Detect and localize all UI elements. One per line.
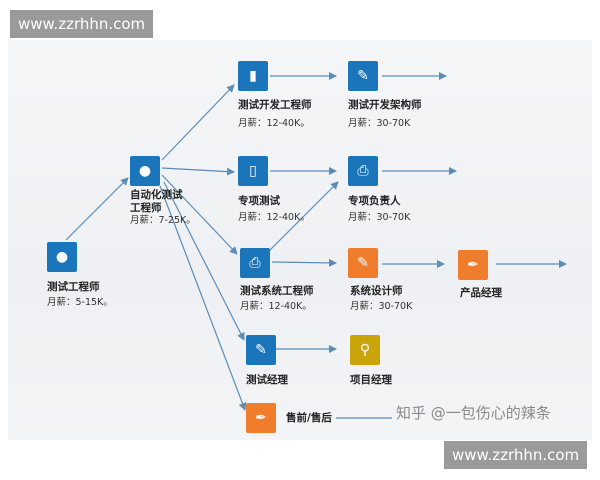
node-salary: 月薪：12-40K。 xyxy=(238,118,310,129)
arrow-automation-to-special xyxy=(161,167,235,176)
node-title: 专项负责人 xyxy=(348,195,401,207)
arrow-automation-to-manager xyxy=(163,181,245,341)
watermark-bottom: www.zzrhhn.com xyxy=(444,441,588,469)
node-title: 测试开发工程师 xyxy=(238,99,312,111)
node-salary: 月薪：12-40K。 xyxy=(240,301,312,312)
node-title: 测试工程师 xyxy=(47,281,100,293)
printer-icon: ⎙ xyxy=(348,156,378,186)
diagram-background xyxy=(8,40,592,440)
node-title-line1: 自动化测试 xyxy=(130,189,183,201)
arrow-automation-to-presales xyxy=(159,185,247,411)
arrow-system-to-designer xyxy=(271,258,337,267)
node-title: 测试开发架构师 xyxy=(348,99,422,111)
node-title: 测试系统工程师 xyxy=(240,285,314,297)
author-credit: 知乎 @一包伤心的辣条 xyxy=(396,404,551,422)
arrow-system-to-lead xyxy=(267,181,339,253)
pen-nib-icon: ✒ xyxy=(458,250,488,280)
arrow-automation-to-testdev xyxy=(161,84,235,161)
node-salary: 月薪：30-70K xyxy=(348,118,411,129)
node-title-line2: 工程师 xyxy=(130,202,162,214)
node-title: 项目经理 xyxy=(350,374,392,386)
node-salary: 月薪：7-25K。 xyxy=(130,215,196,226)
wrench-icon: ✎ xyxy=(348,61,378,91)
watermark-top: www.zzrhhn.com xyxy=(10,10,154,38)
node-salary: 月薪：30-70K xyxy=(348,212,411,223)
node-title: 测试经理 xyxy=(246,374,288,386)
dot-icon: ● xyxy=(130,156,160,186)
node-title: 售前/售后 xyxy=(286,412,332,424)
battery-icon: ▯ xyxy=(238,156,268,186)
node-salary: 月薪：30-70K xyxy=(350,301,413,312)
node-title: 专项测试 xyxy=(238,195,280,207)
node-title: 系统设计师 xyxy=(350,285,403,297)
pen-nib-icon: ✒ xyxy=(246,403,276,433)
dot-icon: ● xyxy=(47,242,77,272)
node-title: 产品经理 xyxy=(460,287,502,299)
pencil-icon: ✎ xyxy=(348,248,378,278)
tag-icon: ▮ xyxy=(238,61,268,91)
arrow-automation-to-system xyxy=(161,174,238,255)
node-salary: 月薪：12-40K。 xyxy=(238,212,310,223)
printer-icon: ⎙ xyxy=(240,248,270,278)
wrench-icon: ✎ xyxy=(246,335,276,365)
node-salary: 月薪：5-15K。 xyxy=(47,297,113,308)
arrow-test-to-automation xyxy=(65,177,129,241)
magnifier-icon: ⚲ xyxy=(350,335,380,365)
